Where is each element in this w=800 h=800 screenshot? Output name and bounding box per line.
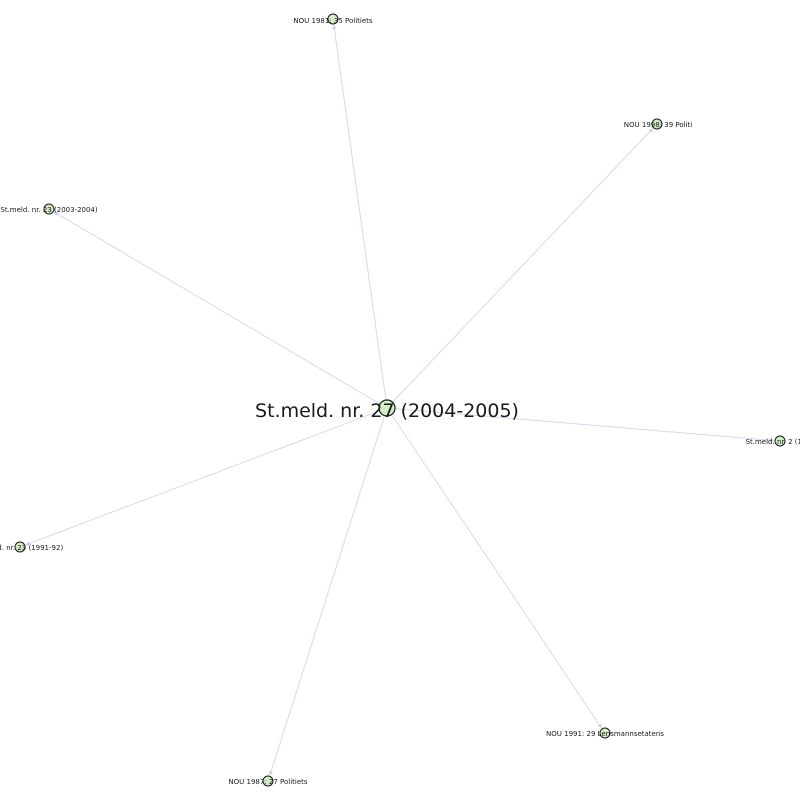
node-circle[interactable] (599, 727, 611, 739)
node-circle[interactable] (14, 541, 26, 553)
center-node[interactable]: St.meld. nr. 27 (2004-2005) (255, 399, 519, 422)
edge-arrowhead (769, 438, 775, 443)
node-label: St.meld. nr. 2 (19 (746, 438, 800, 446)
node-label: St.meld. nr. 23 (2003-2004) (0, 206, 98, 214)
node-label: NOU 1991: 29 Lensmannsetatens (546, 730, 664, 738)
edge-arrowhead (25, 541, 31, 546)
node-circle[interactable] (651, 118, 663, 130)
graph-node[interactable]: NOU 1991: 29 Lensmannsetatens (546, 727, 664, 739)
node-circle[interactable] (774, 435, 786, 447)
node-circle[interactable] (262, 775, 274, 787)
edge-arrowhead (597, 723, 602, 729)
node-circle[interactable] (378, 399, 396, 417)
node-label: St.meld. nr. 23 (1991-92) (0, 544, 63, 552)
edge-n1 (333, 24, 388, 409)
node-label: NOU 1998: 39 Politi (624, 121, 693, 129)
edge-n2 (386, 128, 654, 409)
edge-arrowhead (648, 128, 653, 133)
graph-node[interactable]: St.meld. nr. 23 (2003-2004) (0, 203, 98, 215)
graph-node[interactable]: NOU 1981: 35 Politiets (293, 13, 373, 25)
graph-node[interactable]: NOU 1998: 39 Politi (624, 118, 693, 130)
node-label: NOU 1981: 35 Politiets (293, 17, 373, 25)
edge-n3 (53, 211, 388, 409)
node-label: NOU 1987: 27 Politiets (228, 778, 308, 786)
edge-arrowhead (332, 24, 337, 30)
edge-layer (25, 24, 775, 776)
edge-arrowhead (54, 212, 59, 216)
graph-node[interactable]: St.meld. nr. 23 (1991-92) (0, 541, 63, 553)
node-circle[interactable] (327, 13, 339, 25)
node-circle[interactable] (43, 203, 55, 215)
graph-node[interactable]: St.meld. nr. 2 (19 (746, 435, 800, 447)
edge-n7 (269, 407, 388, 776)
edge-n4 (386, 407, 775, 441)
edge-n5 (25, 407, 388, 546)
graph-node[interactable]: NOU 1987: 27 Politiets (228, 775, 308, 787)
node-label: St.meld. nr. 27 (2004-2005) (255, 400, 519, 422)
edge-n6 (386, 407, 603, 729)
edge-arrowhead (269, 770, 273, 776)
